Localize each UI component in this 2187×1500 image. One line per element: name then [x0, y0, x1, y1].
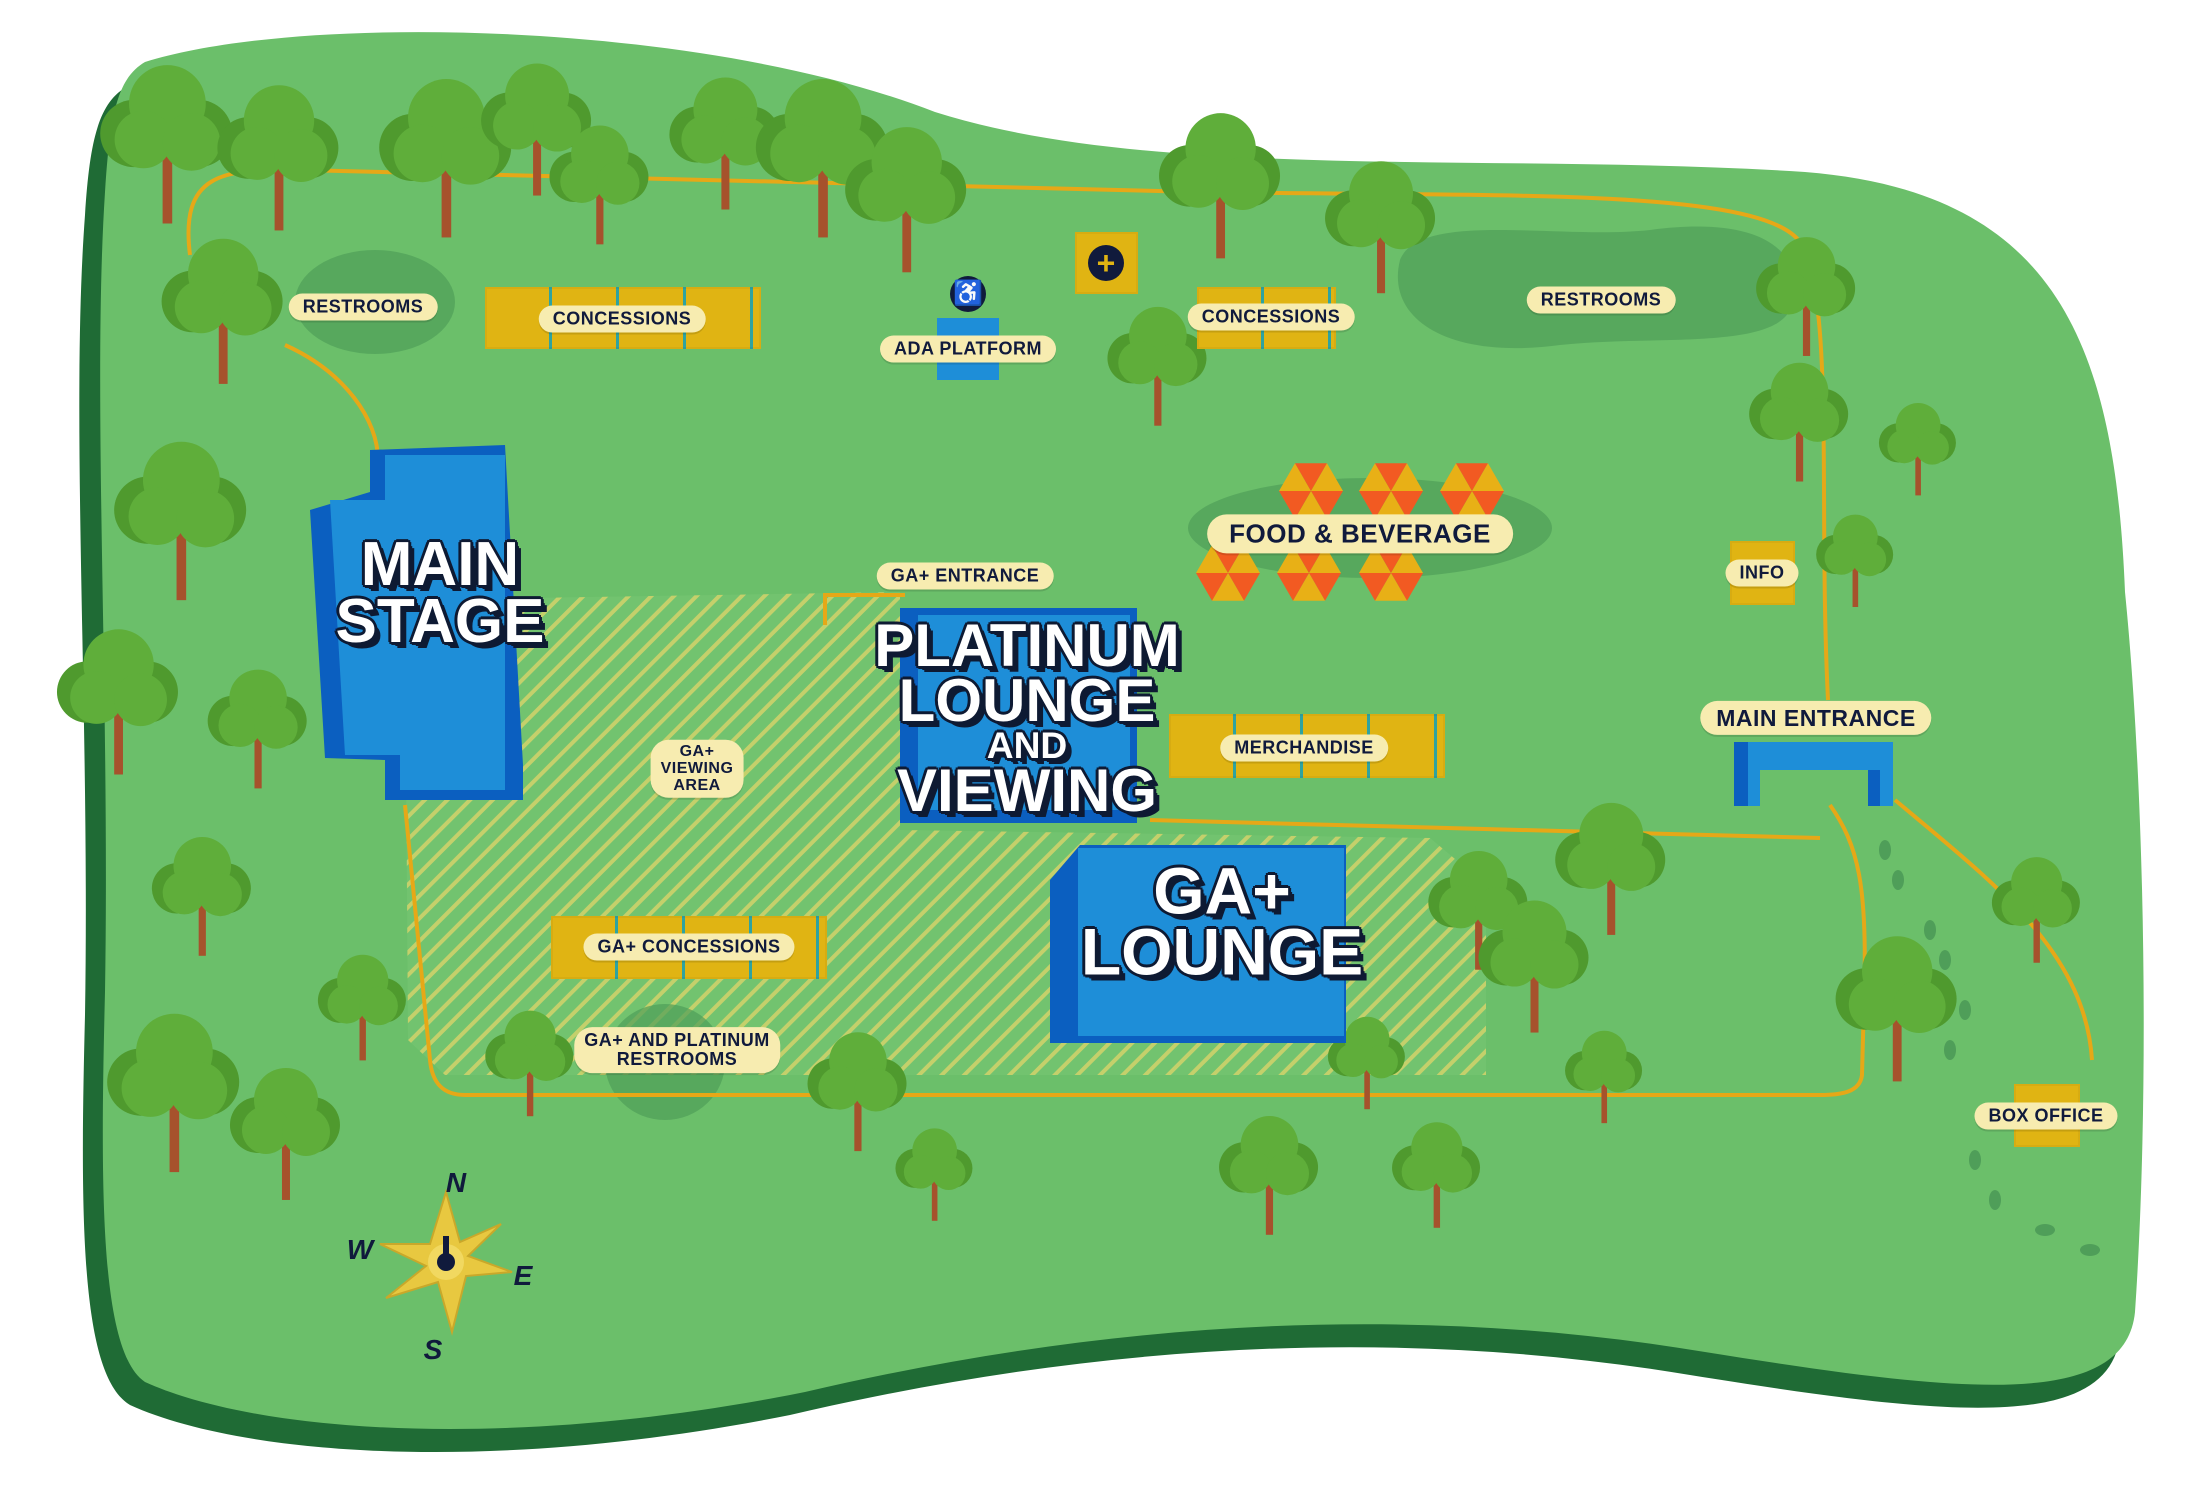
- tree-icon: [379, 79, 512, 238]
- label-line: GA+ AND PLATINUM: [584, 1030, 770, 1051]
- concessions-north-label[interactable]: CONCESSIONS: [538, 305, 706, 333]
- main-entrance-arch: [1734, 742, 1893, 806]
- tree-icon: [207, 669, 307, 789]
- tree-icon: [114, 441, 247, 601]
- tree-icon: [1159, 113, 1281, 259]
- tree-icon: [100, 65, 233, 224]
- ga-plus-entrance-label[interactable]: GA+ ENTRANCE: [876, 562, 1054, 590]
- ada-platform-label[interactable]: ADA PLATFORM: [880, 335, 1056, 363]
- tree-icon: [161, 238, 283, 384]
- label-line: RESTROOMS: [616, 1049, 738, 1069]
- info-label[interactable]: INFO: [1725, 559, 1799, 587]
- tree-icon: [1478, 900, 1589, 1033]
- ga-plus-lounge-title[interactable]: GA+ LOUNGE: [1080, 853, 1364, 988]
- compass-south: S: [423, 1334, 443, 1365]
- footprints: [1879, 840, 2100, 1256]
- merchandise-label[interactable]: MERCHANDISE: [1220, 734, 1388, 762]
- tree-icon: [229, 1067, 340, 1200]
- tree-icon: [217, 85, 339, 231]
- tree-icon: [1756, 237, 1856, 356]
- compass-rose-icon: [379, 1188, 513, 1336]
- ga-plus-lounge-structure: [1050, 845, 1346, 1043]
- title-line: VIEWING: [896, 756, 1158, 824]
- compass-north: N: [445, 1167, 467, 1198]
- label-line: AREA: [673, 776, 721, 794]
- tree-icon: [56, 629, 178, 775]
- tree-icon: [1749, 362, 1849, 482]
- tree-icon: [317, 954, 406, 1061]
- tree-icon: [1327, 1016, 1405, 1110]
- hexagon-tent-icon: [1359, 463, 1423, 519]
- tree-icon: [1991, 857, 2080, 963]
- compass-east: E: [513, 1260, 533, 1291]
- concessions-northeast-label[interactable]: CONCESSIONS: [1187, 303, 1355, 331]
- food-tents: [1196, 463, 1504, 601]
- hexagon-tent-icon: [1359, 545, 1423, 601]
- main-entrance-label[interactable]: MAIN ENTRANCE: [1700, 700, 1932, 736]
- title-line: STAGE: [335, 587, 545, 656]
- title-line: LOUNGE: [1080, 914, 1364, 988]
- tree-icon: [1835, 936, 1957, 1082]
- tree-icon: [807, 1032, 907, 1152]
- platinum-lounge-title[interactable]: PLATINUM LOUNGE AND VIEWING: [874, 612, 1180, 824]
- main-stage-title[interactable]: MAIN STAGE: [335, 529, 545, 656]
- title-line: GA+: [1153, 853, 1291, 928]
- trees: [56, 63, 2080, 1235]
- tree-icon: [895, 1128, 973, 1221]
- ga-plus-platinum-restrooms-label[interactable]: GA+ AND PLATINUM RESTROOMS: [574, 1027, 780, 1073]
- title-line: MAIN: [360, 529, 520, 599]
- hexagon-tent-icon: [1279, 463, 1343, 519]
- tree-icon: [1219, 1116, 1319, 1235]
- title-line: AND: [986, 724, 1068, 767]
- label-line: VIEWING: [660, 759, 734, 777]
- ga-plus-concessions-label[interactable]: GA+ CONCESSIONS: [583, 933, 795, 961]
- ga-plus-viewing-area-label[interactable]: GA+ VIEWING AREA: [650, 739, 744, 799]
- label-line: GA+: [679, 742, 715, 760]
- title-line: LOUNGE: [898, 667, 1156, 735]
- tree-icon: [107, 1013, 240, 1173]
- title-line: PLATINUM: [874, 612, 1180, 680]
- plus-icon: +: [1088, 245, 1124, 281]
- tree-icon: [1392, 1122, 1481, 1228]
- compass-west: W: [346, 1234, 374, 1265]
- tree-icon: [1878, 403, 1956, 496]
- wheelchair-icon: ♿: [950, 276, 986, 312]
- tree-icon: [1107, 306, 1207, 426]
- first-aid-booth[interactable]: +: [1075, 232, 1138, 294]
- tree-icon: [151, 837, 251, 956]
- tree-icon: [485, 1010, 574, 1117]
- food-beverage-label[interactable]: FOOD & BEVERAGE: [1207, 514, 1513, 554]
- tree-icon: [845, 127, 967, 273]
- tree-icon: [1565, 1030, 1643, 1124]
- tree-icon: [1816, 514, 1894, 607]
- restrooms-east-label[interactable]: RESTROOMS: [1526, 286, 1676, 314]
- platinum-lounge-structure: [900, 608, 1137, 823]
- tree-icon: [1325, 161, 1436, 294]
- box-office-label[interactable]: BOX OFFICE: [1974, 1102, 2118, 1130]
- restrooms-west-label[interactable]: RESTROOMS: [288, 293, 438, 321]
- hexagon-tent-icon: [1440, 463, 1504, 519]
- tree-icon: [1555, 802, 1666, 935]
- tree-icon: [549, 125, 649, 245]
- main-stage-structure: [310, 445, 523, 800]
- tree-icon: [481, 63, 592, 196]
